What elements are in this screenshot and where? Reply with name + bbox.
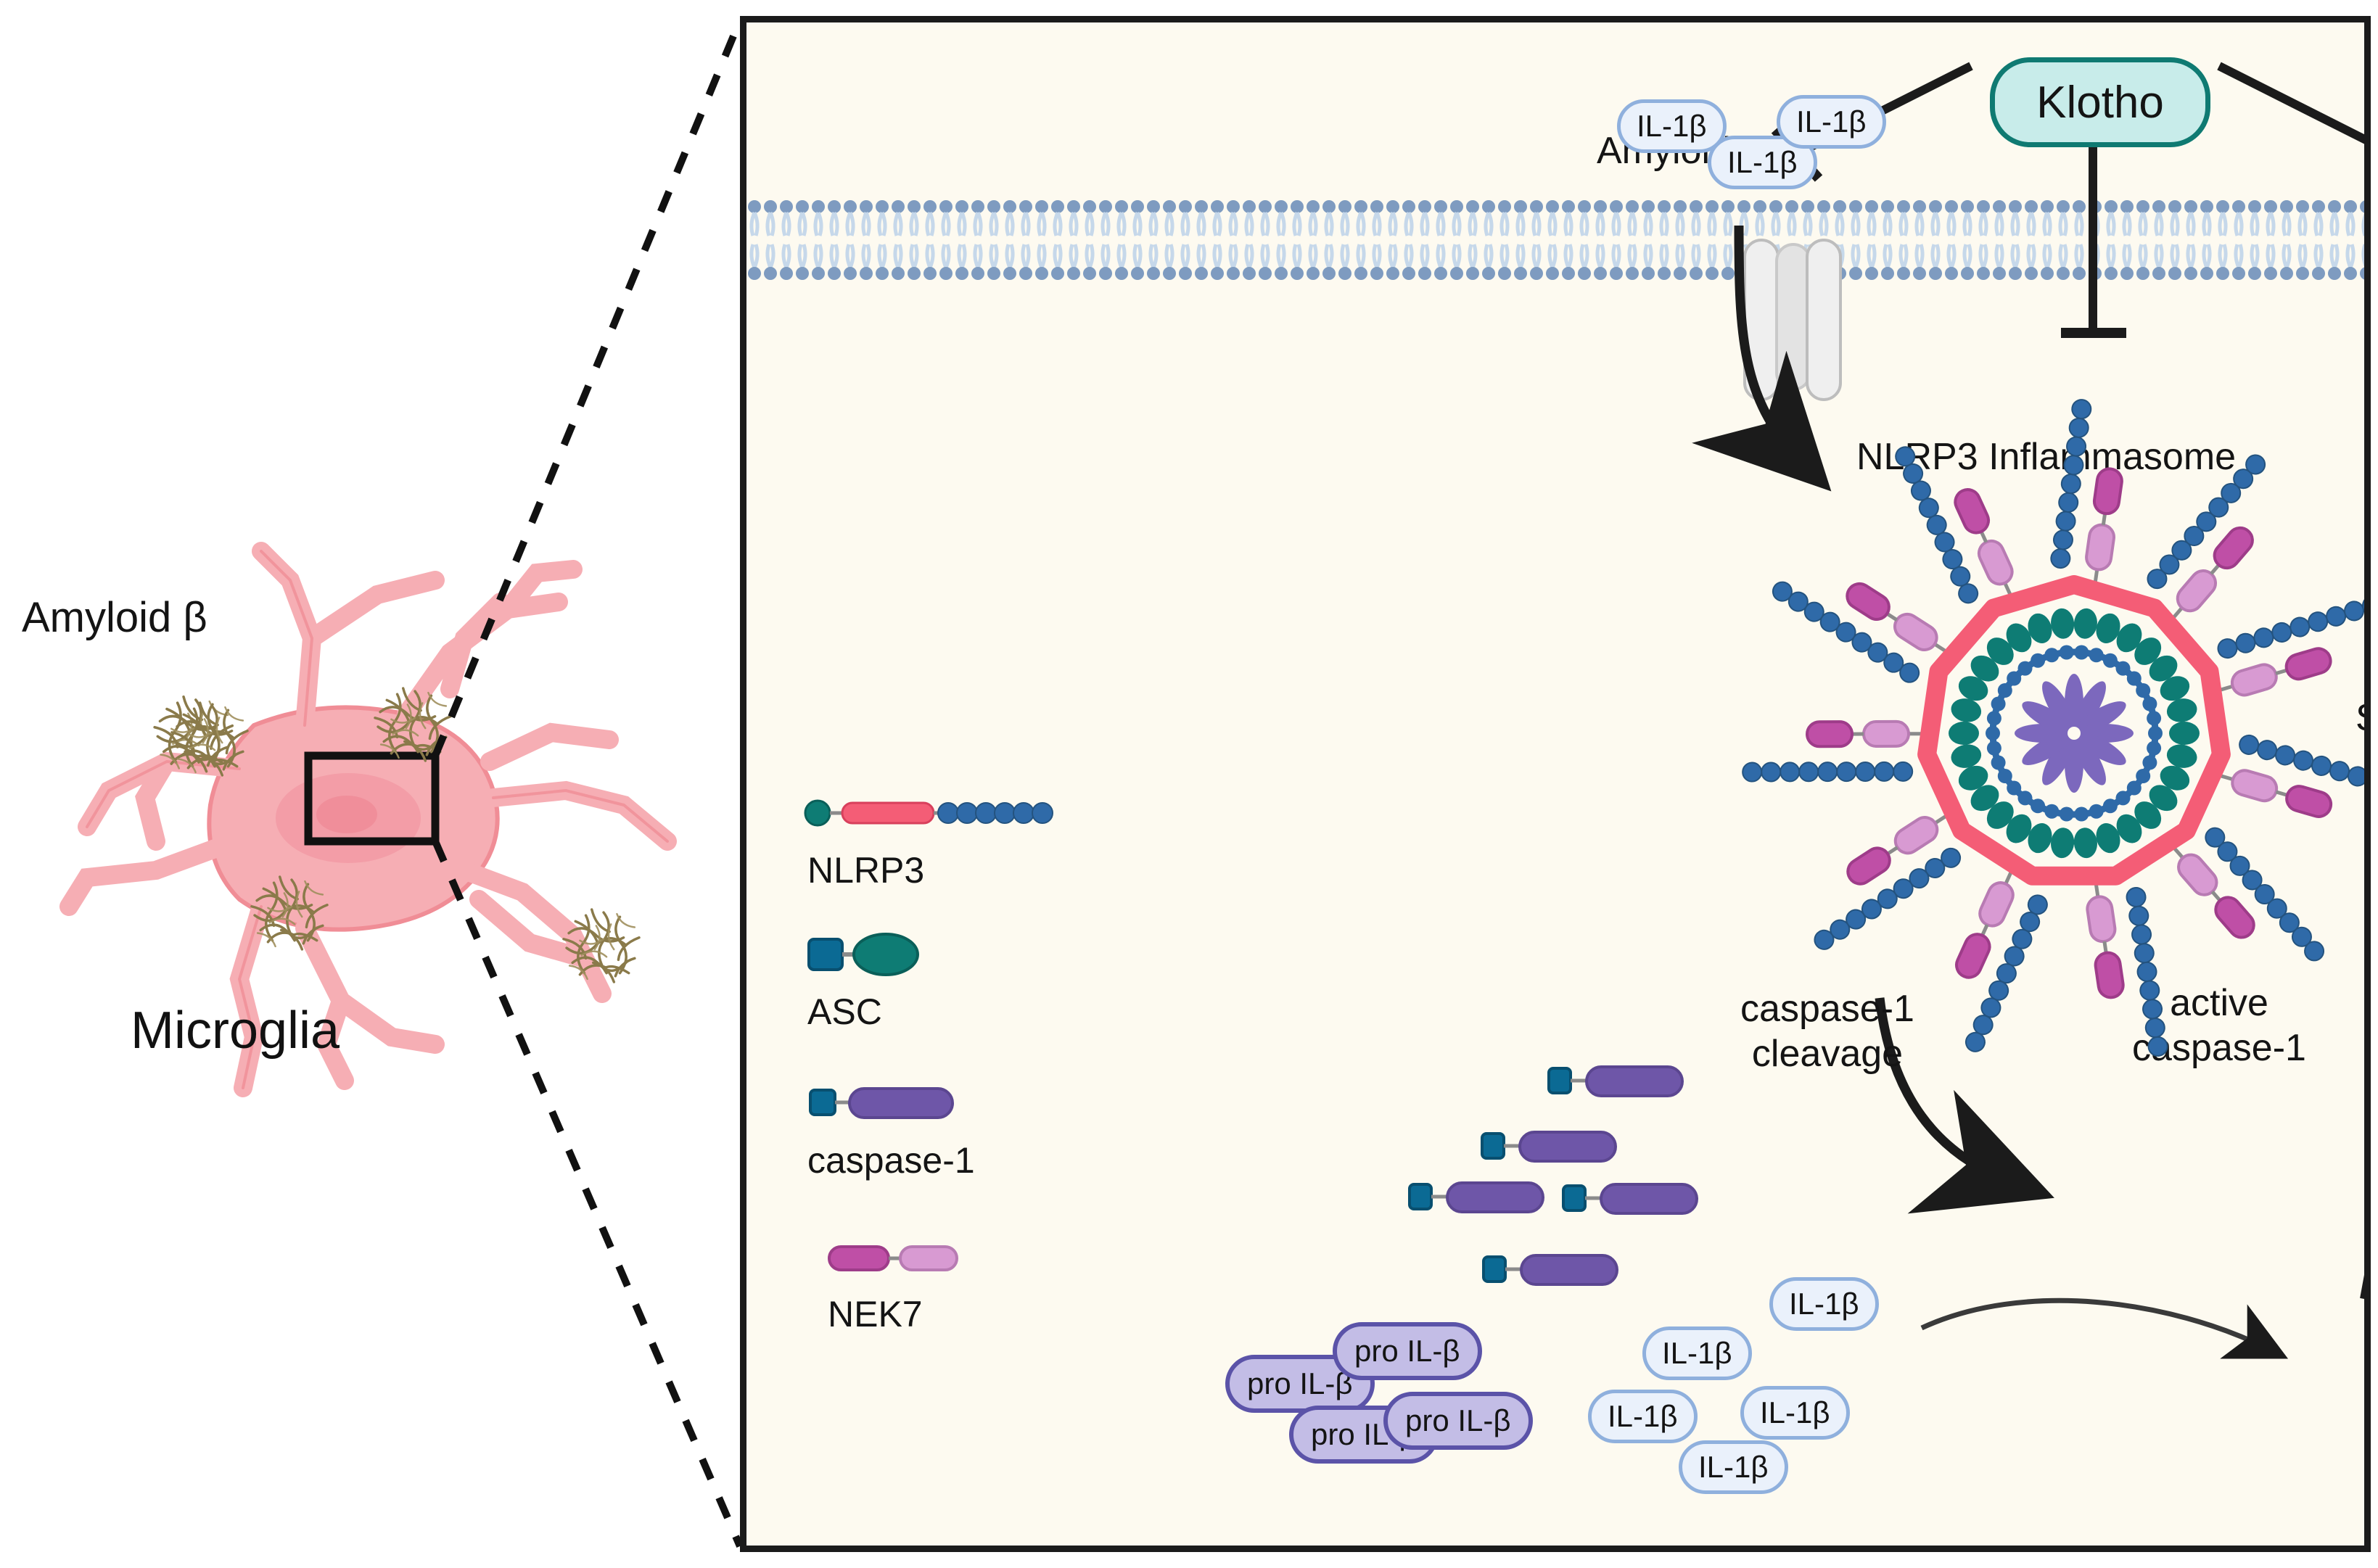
il1b-pill: IL-1β [1740,1386,1850,1440]
active-caspase1-molecule [1562,1183,1698,1215]
caspase1-cleavage-label-line2: cleavage [1751,1033,1904,1075]
il1b-pill: IL-1β [1642,1326,1752,1380]
zoom-region-rect [304,751,440,846]
zoom-connector-lines [432,19,744,1548]
caspase1-glyph [809,1087,954,1119]
microglia-overview-panel: Amyloid β Microglia [0,0,740,1568]
active-caspase1-label-line1: active [2170,982,2268,1024]
klotho-node[interactable]: Klotho [1990,57,2210,147]
cleavage-to-il1b-arrow [1920,1297,2289,1359]
active-caspase1-molecule [1547,1065,1684,1097]
il1b-pill: IL-1β [1769,1277,1879,1331]
inflammasome-arm [1955,865,2048,1052]
legend-label-asc: ASC [807,991,882,1032]
caspase1-cleavage-arrow [1875,997,2054,1214]
asc-glyph [807,933,919,976]
il1b-pill: IL-1β [1679,1440,1788,1494]
inflammasome-arm [2168,827,2325,962]
nek7-glyph [828,1245,958,1271]
inflammasome-arm [1772,581,1953,683]
signal-arrows [1692,62,2364,1359]
inflammasome-arm [2147,454,2266,625]
active-caspase1-molecule [1408,1181,1544,1213]
microglia-label: Microglia [131,1002,340,1060]
pro-il-beta-pill: pro IL-β [1383,1392,1533,1450]
il1b-pill: IL-1β [1617,99,1727,153]
legend-label-caspase1: caspase-1 [807,1140,975,1181]
inflammasome-arm [1742,719,1930,783]
legend-label-nek7: NEK7 [828,1294,923,1334]
active-caspase1-label-line2: caspase-1 [2132,1027,2306,1069]
inflammasome-arm [2213,595,2364,697]
secretion-label: Secretion of IL-1β [2356,697,2364,739]
active-caspase1-molecule [1482,1254,1618,1286]
nlrp3-inflammasome-complex [1742,399,2364,1057]
microglia-cell-illustration [59,542,677,1097]
il1b-pill: IL-1β [1777,95,1886,149]
inhibition-line-il1b [2217,62,2364,144]
inflammasome-arm [2086,876,2168,1057]
amyloid-to-inflammasome-arrow [1692,225,1832,492]
inflammasome-arm [2213,734,2364,818]
amyloid-beta-label-left: Amyloid β [22,594,207,641]
inflammasome-arm [2050,399,2123,590]
nlrp3-glyph [804,799,1053,827]
active-caspase1-molecule [1481,1131,1617,1163]
pro-il-beta-pill: pro IL-β [1225,1355,1375,1413]
legend-label-nlrp3: NLRP3 [807,850,925,891]
klotho-label: Klotho [2036,77,2164,128]
inflammasome-panel-content: Klotho Amyloid β NLRP3 Inflammasome casp… [746,22,2364,1546]
il1b-pill: IL-1β [1588,1390,1698,1443]
caspase1-cleavage-label-line1: caspase-1 [1740,988,1914,1030]
pro-il-beta-pill: pro IL-β [1333,1322,1482,1380]
